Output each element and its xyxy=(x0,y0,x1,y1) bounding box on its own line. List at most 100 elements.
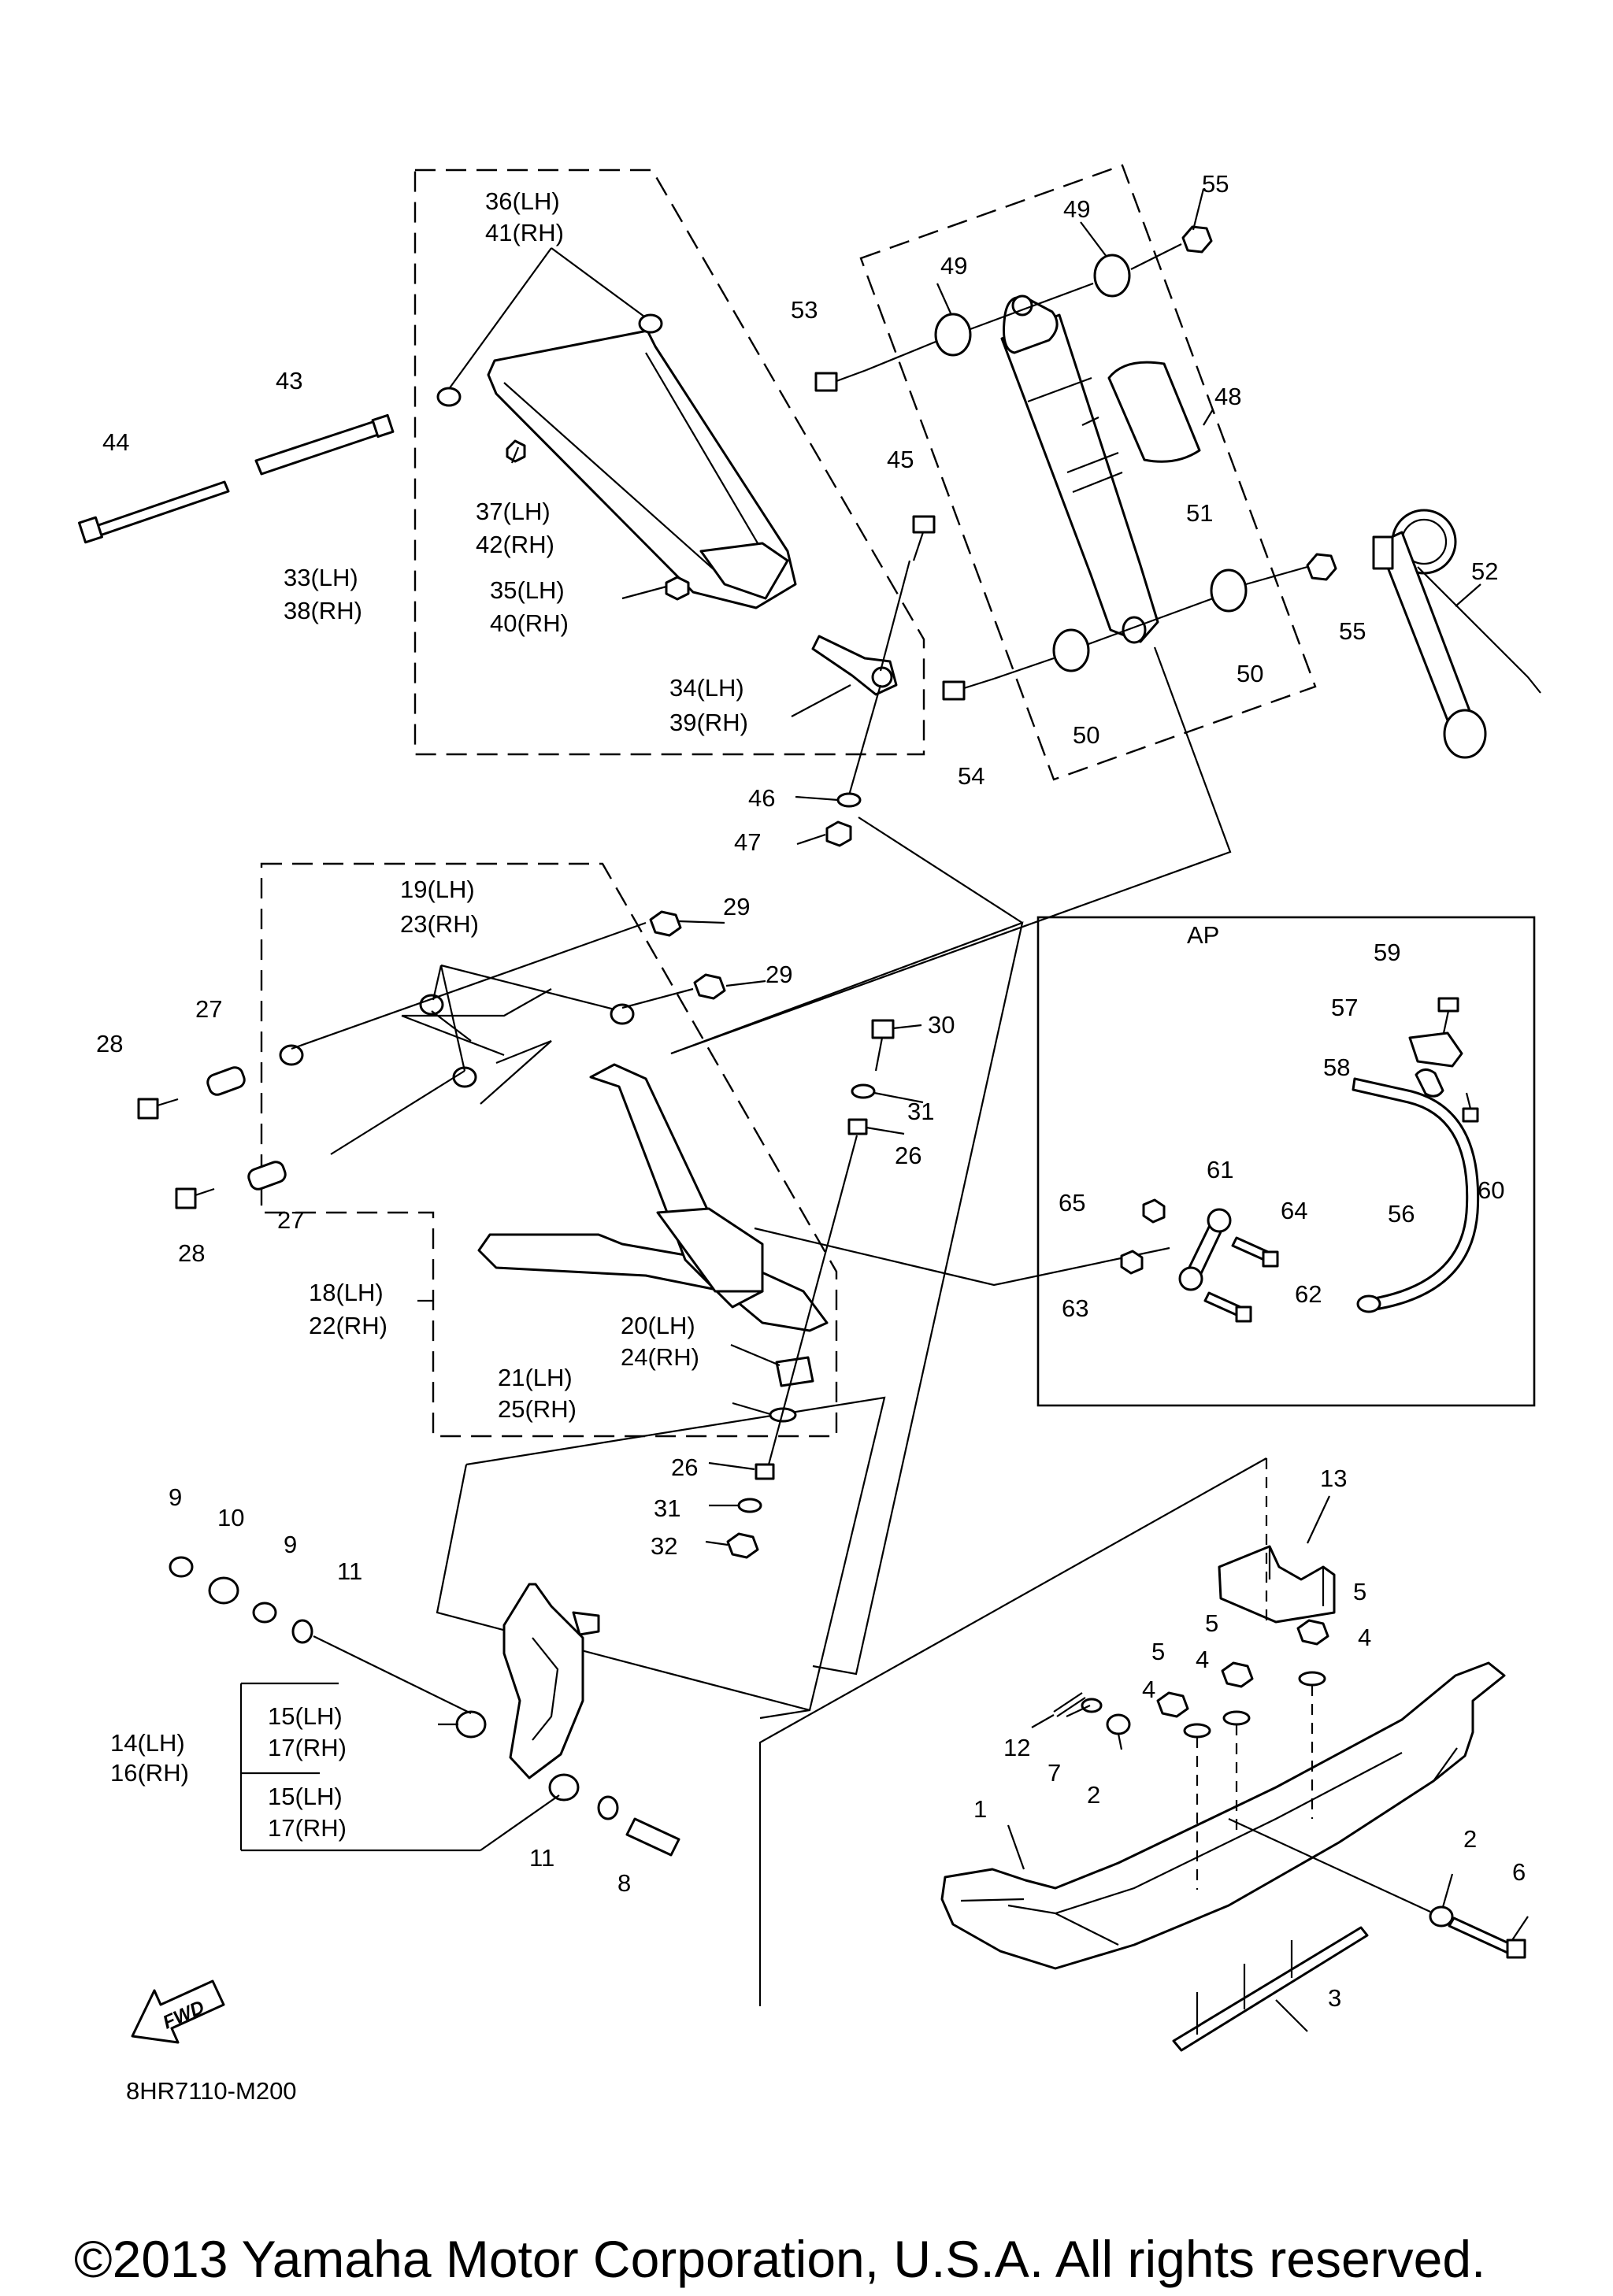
ap-inset: AP xyxy=(1036,916,1536,1407)
callout-l57: 57 xyxy=(1331,994,1358,1021)
callout-l47: 47 xyxy=(734,828,761,856)
nut-47 xyxy=(825,820,852,847)
callout-l14: 14(LH) xyxy=(110,1729,185,1757)
callout-l34: 34(LH) xyxy=(669,674,744,702)
callout-l10: 10 xyxy=(217,1504,244,1531)
bushing-15-a xyxy=(455,1710,487,1739)
sensor-bracket xyxy=(1408,1031,1463,1068)
bushing-10 xyxy=(208,1576,239,1605)
callout-l55a: 55 xyxy=(1202,170,1229,198)
bolt-44 xyxy=(95,480,230,537)
callout-l62: 62 xyxy=(1295,1280,1322,1308)
callout-l36: 36(LH) xyxy=(485,187,560,215)
callout-l64: 64 xyxy=(1281,1197,1307,1224)
callout-l52: 52 xyxy=(1471,557,1498,585)
callout-l53: 53 xyxy=(791,296,818,324)
callout-l31b: 31 xyxy=(654,1494,680,1522)
bolt-6 xyxy=(1448,1916,1514,1954)
ski-assembly xyxy=(940,1458,1529,2052)
ap-inset-frame xyxy=(1036,916,1536,1407)
callout-l5b: 5 xyxy=(1205,1609,1218,1637)
ap-label: AP xyxy=(1187,921,1219,949)
callout-l48: 48 xyxy=(1214,383,1241,410)
callout-l11a: 11 xyxy=(337,1557,362,1585)
upper-a-arm xyxy=(487,329,797,609)
ski xyxy=(940,1661,1506,1970)
ap-to-arm-line xyxy=(754,1227,1170,1287)
nut-63 xyxy=(1120,1250,1144,1275)
callout-l50b: 50 xyxy=(1237,660,1263,687)
lower-arm-to-spindle-line xyxy=(670,921,1024,1676)
collar-27-b xyxy=(247,1161,287,1191)
callout-l65: 65 xyxy=(1059,1189,1085,1217)
callout-l25: 25(RH) xyxy=(498,1395,577,1423)
callout-l3: 3 xyxy=(1328,1984,1341,2012)
washer-4-c xyxy=(1183,1723,1211,1739)
nut-5-b xyxy=(1221,1661,1254,1688)
washer-4-b xyxy=(1222,1710,1251,1726)
callout-l5c: 5 xyxy=(1151,1638,1165,1665)
nut-35 xyxy=(665,576,690,601)
pressure-gauge xyxy=(1372,509,1541,759)
callout-l31a: 31 xyxy=(907,1098,934,1125)
shock-assembly xyxy=(814,188,1337,701)
callout-l27a: 27 xyxy=(195,995,222,1023)
bolt-59-head xyxy=(1437,997,1459,1013)
callout-l12: 12 xyxy=(1003,1734,1030,1761)
bushing-19-b xyxy=(610,1003,635,1025)
callout-l60: 60 xyxy=(1478,1176,1504,1204)
callout-l39: 39(RH) xyxy=(669,709,748,736)
nut-29-a xyxy=(649,910,682,937)
spindle-assembly xyxy=(169,1556,680,1857)
callout-l54: 54 xyxy=(958,762,984,790)
bushing-19-c xyxy=(279,1044,304,1066)
spindle-tab xyxy=(572,1611,600,1636)
fwd-arrow: FWD xyxy=(131,1979,225,2044)
callout-l23: 23(RH) xyxy=(400,910,479,938)
lower-a-arm xyxy=(477,1233,829,1332)
callout-l46: 46 xyxy=(748,784,775,812)
callout-l49b: 49 xyxy=(1063,195,1090,223)
callout-l28b: 28 xyxy=(178,1239,205,1267)
nut-65 xyxy=(1142,1198,1166,1224)
drawing-code: 8HR7110-M200 xyxy=(126,2077,297,2105)
bolt-28-b xyxy=(175,1187,197,1209)
nut-32 xyxy=(726,1532,759,1559)
upper-arm-assembly xyxy=(78,247,936,847)
collar-49-right xyxy=(1093,254,1131,298)
callout-l6: 6 xyxy=(1512,1858,1526,1886)
callout-l63: 63 xyxy=(1062,1294,1088,1322)
callout-l19: 19(LH) xyxy=(400,876,475,903)
collar-50-right xyxy=(1210,568,1248,613)
callout-l33: 33(LH) xyxy=(284,564,358,591)
callout-l8: 8 xyxy=(617,1869,631,1897)
shock-group-box xyxy=(859,164,1317,781)
lower-arm-group-box xyxy=(260,862,838,1438)
callout-labels: 122344455567899101111121314(LH)16(RH)15(… xyxy=(96,170,1526,2012)
copyright-notice: ©2013 Yamaha Motor Corporation, U.S.A. A… xyxy=(74,2230,1485,2288)
callout-l30: 30 xyxy=(928,1011,955,1039)
callout-l56: 56 xyxy=(1388,1200,1415,1228)
nut-5-c xyxy=(1156,1691,1189,1718)
bushing-9-b xyxy=(252,1602,277,1624)
callout-l2b: 2 xyxy=(1463,1825,1477,1853)
washer-31-top xyxy=(851,1083,876,1099)
callout-l50a: 50 xyxy=(1073,721,1099,749)
callout-l4b: 4 xyxy=(1196,1646,1209,1673)
callout-l26b: 26 xyxy=(671,1454,698,1481)
bolt-45-head xyxy=(912,515,936,534)
upper-arm-bracket xyxy=(699,542,789,600)
callout-l42: 42(RH) xyxy=(476,531,554,558)
spindle-ref-line xyxy=(465,1396,886,1720)
callout-l11b: 11 xyxy=(529,1844,554,1872)
callout-l29a: 29 xyxy=(723,893,750,920)
callout-l58: 58 xyxy=(1323,1054,1350,1081)
collar-26-bottom xyxy=(755,1463,775,1480)
ski-ref-line xyxy=(758,1457,1267,2006)
upper-arm-group-box xyxy=(413,168,925,756)
callout-l61: 61 xyxy=(1207,1156,1233,1183)
ski-runner xyxy=(1172,1926,1369,2052)
callout-l20: 20(LH) xyxy=(621,1312,695,1339)
callout-l37: 37(LH) xyxy=(476,498,551,525)
callout-l13: 13 xyxy=(1320,1465,1347,1492)
